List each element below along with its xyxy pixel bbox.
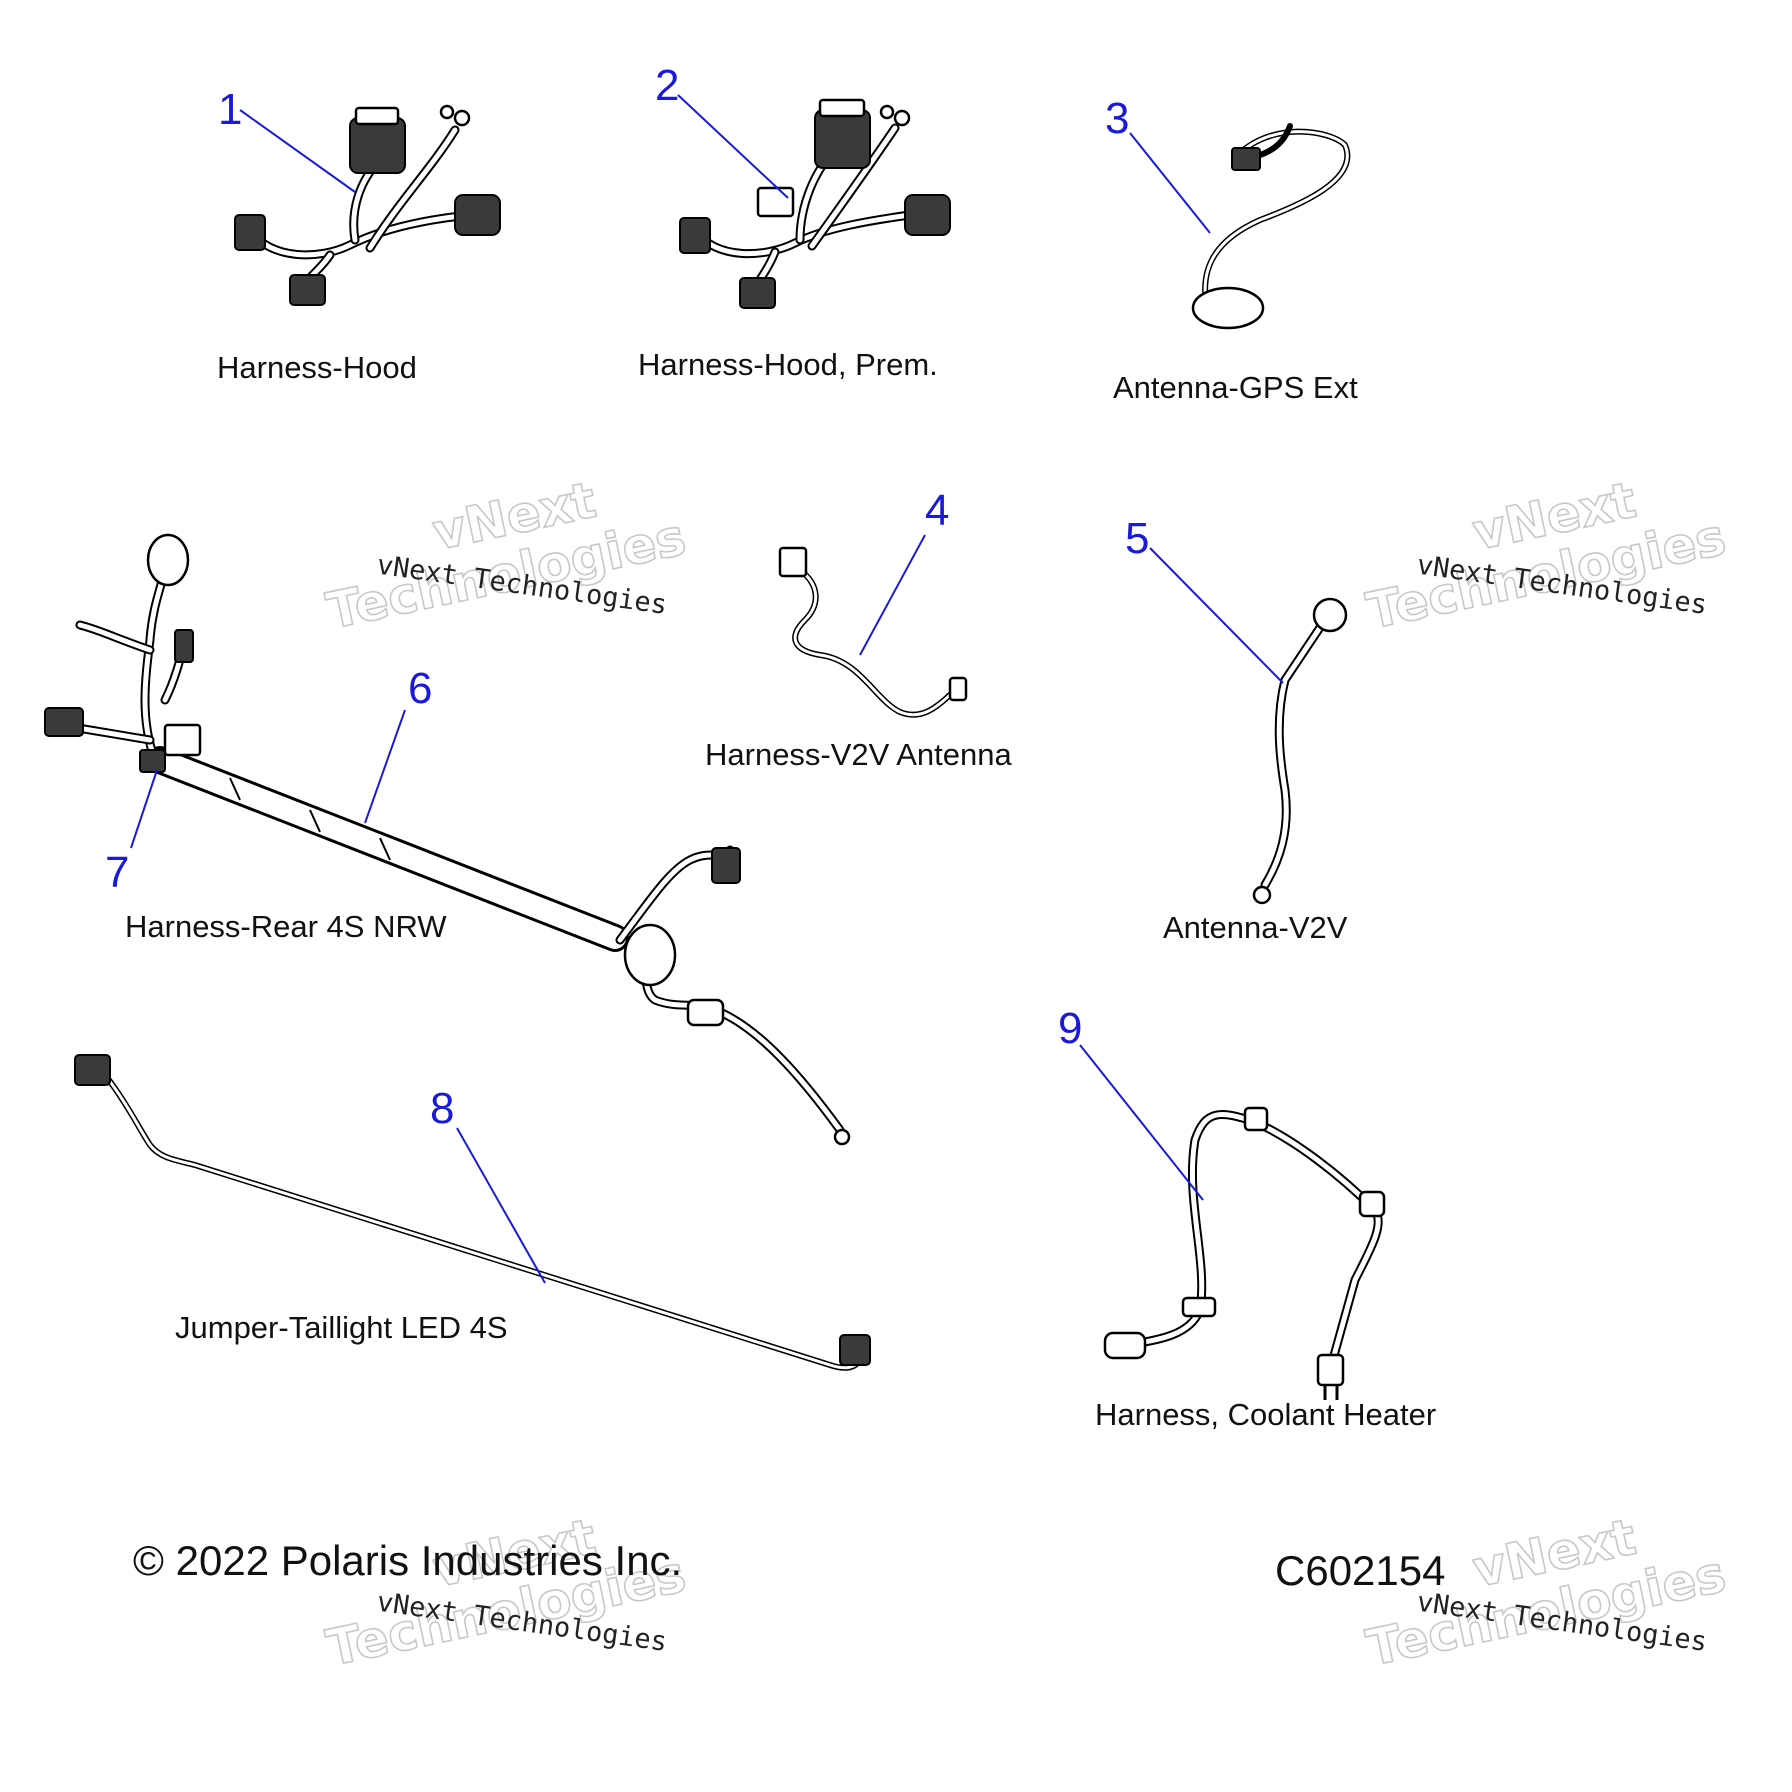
watermark-4: vNext Technologies vNext Technologies: [1361, 1507, 1731, 1678]
label-antenna-v2v: Antenna-V2V: [1163, 910, 1348, 945]
leader-7: [130, 769, 158, 849]
part-6-harness-rear-illustration: [44, 533, 851, 1146]
part-2-harness-hood-prem-illustration: [679, 98, 951, 309]
part-3-antenna-gps-illustration: [1191, 123, 1351, 330]
callout-6: 6: [408, 664, 432, 713]
label-harness-v2v-antenna: Harness-V2V Antenna: [705, 737, 1013, 772]
part-1-harness-hood-illustration: [234, 104, 501, 306]
leader-8: [456, 1127, 546, 1284]
callout-4: 4: [925, 486, 949, 535]
watermark-3: vNext Technologies vNext Technologies: [321, 1507, 691, 1678]
label-jumper-taillight-led-4s: Jumper-Taillight LED 4S: [175, 1310, 508, 1345]
part-4-harness-v2v-antenna-illustration: [778, 546, 968, 718]
label-harness-rear-4s-nrw: Harness-Rear 4S NRW: [125, 909, 447, 944]
part-9-coolant-heater-illustration: [1103, 1106, 1386, 1400]
part-5-antenna-v2v-illustration: [1252, 597, 1348, 905]
part-8-jumper-taillight-illustration: [74, 1054, 871, 1371]
leader-9: [1079, 1044, 1204, 1201]
label-harness-coolant-heater: Harness, Coolant Heater: [1095, 1397, 1436, 1432]
callout-9: 9: [1058, 1004, 1082, 1053]
leader-2: [677, 94, 789, 199]
leader-5: [1149, 547, 1284, 684]
watermark-1: vNext Technologies vNext Technologies: [321, 470, 691, 641]
callout-1: 1: [218, 85, 242, 134]
label-harness-hood-prem: Harness-Hood, Prem.: [638, 347, 938, 382]
label-harness-hood: Harness-Hood: [217, 350, 417, 385]
callout-5: 5: [1125, 514, 1149, 563]
leader-3: [1129, 132, 1211, 234]
diagram-code: C602154: [1275, 1547, 1445, 1594]
callout-3: 3: [1105, 94, 1129, 143]
watermark-2: vNext Technologies vNext Technologies: [1361, 470, 1731, 641]
leader-4: [859, 534, 926, 656]
callout-8: 8: [430, 1084, 454, 1133]
leader-1: [239, 109, 356, 193]
copyright-text: © 2022 Polaris Industries Inc.: [133, 1537, 682, 1584]
callout-7: 7: [105, 848, 129, 897]
leader-6: [364, 709, 406, 824]
callout-2: 2: [655, 61, 679, 110]
label-antenna-gps-ext: Antenna-GPS Ext: [1113, 370, 1358, 405]
